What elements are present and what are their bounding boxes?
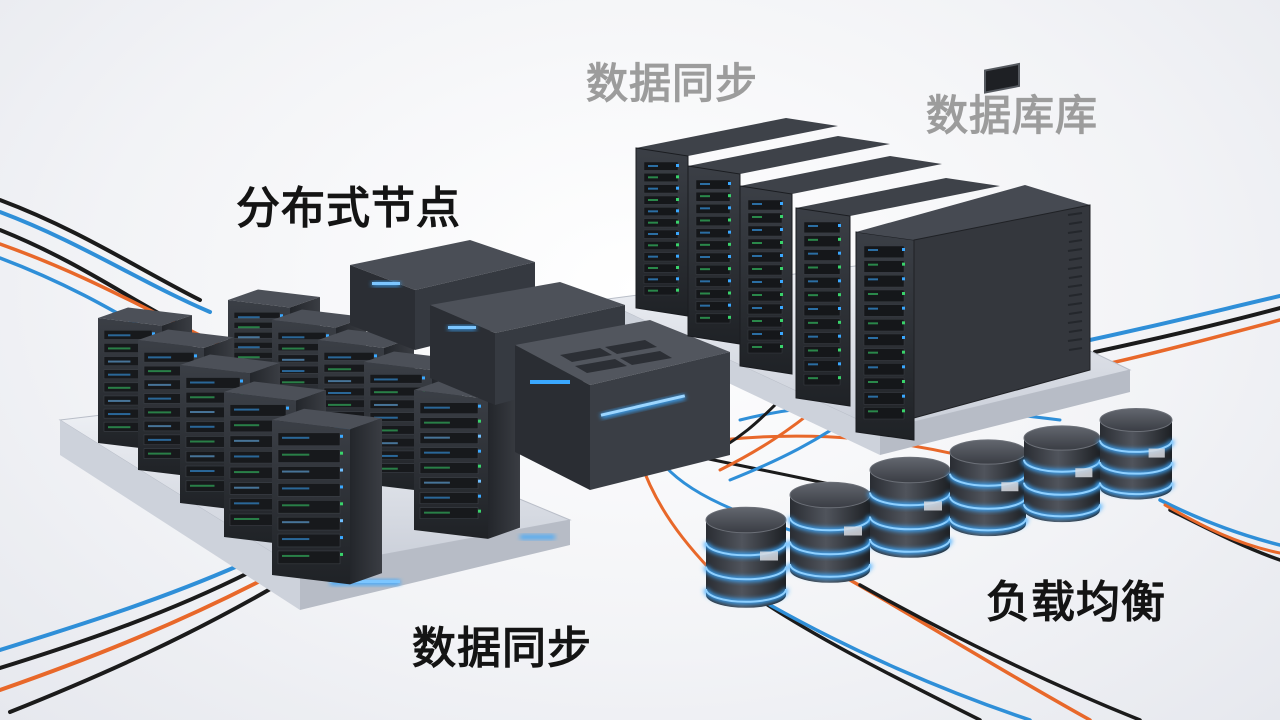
server-rack-icon xyxy=(795,178,1000,407)
left-server-racks xyxy=(98,289,520,585)
server-rack-icon xyxy=(635,118,838,317)
server-rack-icon xyxy=(855,231,915,441)
server-rack-icon xyxy=(739,156,942,375)
label-database-top: 数据库库 xyxy=(926,91,1099,140)
label-distributed-nodes: 分布式节点 xyxy=(236,183,461,234)
database-cylinder-icon xyxy=(1097,407,1175,500)
database-cylinder-icon xyxy=(787,481,873,583)
network-switch xyxy=(515,320,730,490)
label-data-sync-bottom: 数据同步 xyxy=(412,623,592,674)
label-data-sync-top: 数据同步 xyxy=(586,59,759,108)
database-rack-row xyxy=(635,62,1091,441)
label-load-balance: 负载均衡 xyxy=(986,577,1166,628)
database-cabinet xyxy=(856,62,1091,419)
server-rack-icon xyxy=(687,136,890,345)
database-cylinder-icon xyxy=(703,506,789,608)
load-balancer-cylinders xyxy=(703,407,1175,608)
database-cylinder-icon xyxy=(1021,425,1103,523)
server-rack-icon xyxy=(272,408,382,585)
database-cylinder-icon xyxy=(867,456,953,558)
database-cylinder-icon xyxy=(947,439,1029,537)
server-rack-icon xyxy=(414,378,520,539)
